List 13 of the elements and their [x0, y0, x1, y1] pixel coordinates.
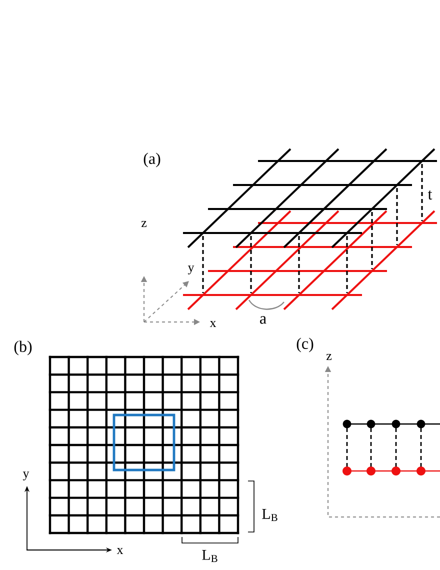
dimension-label: t [428, 190, 432, 200]
axis-label: y [22, 472, 30, 480]
panel-label: (b) [14, 340, 32, 356]
axis-label: x [116, 548, 124, 554]
panel-label: (a) [144, 152, 160, 168]
dimension-label: L$_{B}$ [262, 509, 278, 521]
panel-label: (c) [296, 338, 314, 352]
axis-label: z [326, 354, 332, 360]
dimension-label: L$_{B}$ [202, 550, 218, 562]
dimension-label: a [260, 316, 266, 324]
axis-label: x [210, 321, 216, 327]
axis-label: y [188, 266, 194, 274]
axis-label: z [141, 221, 147, 227]
